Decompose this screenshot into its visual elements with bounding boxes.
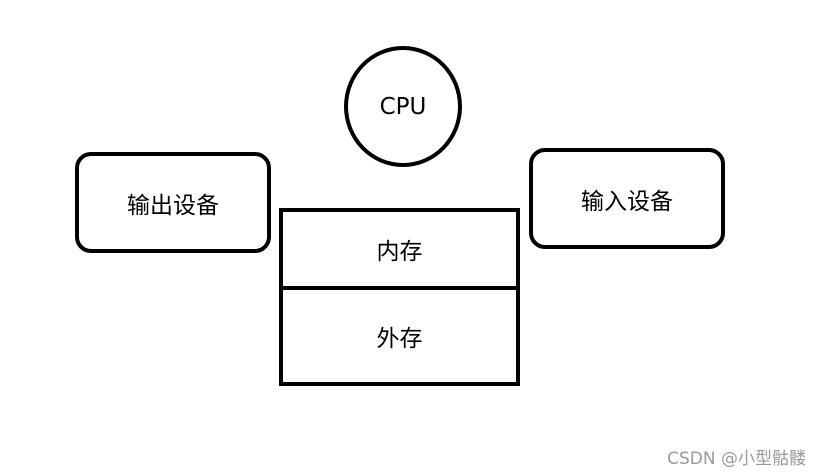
memory-node: 内存 bbox=[283, 212, 516, 290]
cpu-label: CPU bbox=[379, 93, 427, 120]
memory-label: 内存 bbox=[376, 239, 423, 265]
storage-stack: 内存 外存 bbox=[279, 208, 520, 386]
input-device-label: 输入设备 bbox=[581, 188, 673, 215]
watermark: CSDN @小型骷髅 bbox=[667, 449, 806, 469]
input-device-node: 输入设备 bbox=[529, 148, 725, 249]
output-device-label: 输出设备 bbox=[127, 192, 219, 219]
external-storage-node: 外存 bbox=[283, 290, 516, 382]
output-device-node: 输出设备 bbox=[75, 152, 271, 253]
external-storage-label: 外存 bbox=[376, 326, 423, 352]
cpu-node: CPU bbox=[344, 46, 462, 167]
